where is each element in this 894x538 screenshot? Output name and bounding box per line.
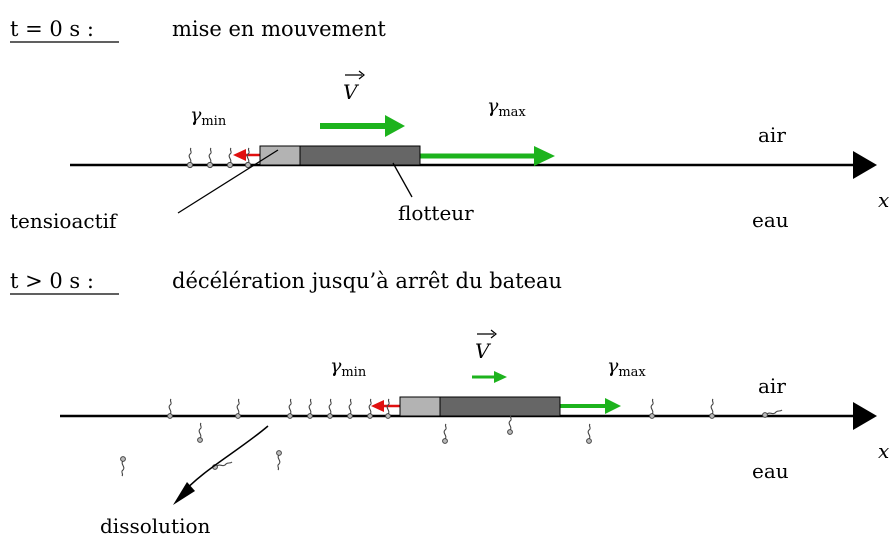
top-time-label: t = 0 s : bbox=[10, 17, 94, 41]
dissolved-molecule bbox=[277, 451, 282, 470]
surfactant-molecule bbox=[386, 399, 391, 418]
surfactant-molecule bbox=[348, 399, 353, 418]
bottom-x-axis-arrowhead bbox=[853, 402, 877, 430]
bottom-surfactant-block bbox=[400, 397, 440, 416]
top-float-label: flotteur bbox=[398, 201, 474, 225]
surfactant-molecule bbox=[207, 148, 212, 168]
bottom-velocity-label: V bbox=[475, 339, 492, 363]
bottom-caption: décélération jusqu’à arrêt du bateau bbox=[172, 269, 562, 293]
bottom-force-max-arrowhead bbox=[605, 398, 621, 414]
surfactant-molecule bbox=[245, 148, 250, 168]
bottom-force-min-arrowhead bbox=[371, 400, 384, 412]
dissolved-molecule bbox=[587, 424, 592, 443]
surfactant-molecule bbox=[650, 399, 655, 418]
top-force-max-arrowhead bbox=[534, 146, 555, 166]
top-x-axis-arrowhead bbox=[853, 151, 877, 179]
surfactant-molecule bbox=[187, 148, 192, 168]
surfactant-molecule bbox=[288, 399, 293, 418]
top-gamma-min: γmin bbox=[190, 104, 227, 129]
top-float-block bbox=[300, 146, 420, 165]
bottom-panel: t > 0 s : décélération jusqu’à arrêt du … bbox=[10, 269, 889, 538]
top-surfactant-pointer bbox=[178, 150, 278, 213]
bottom-time-label: t > 0 s : bbox=[10, 269, 94, 293]
dissolved-molecule bbox=[121, 457, 126, 476]
dissolved-molecule bbox=[443, 424, 448, 443]
bottom-float-block bbox=[440, 397, 560, 416]
top-axis-label: x bbox=[878, 188, 889, 212]
top-velocity-arrowhead bbox=[385, 115, 405, 137]
bottom-gamma-max: γmax bbox=[607, 355, 646, 380]
surfactant-molecule bbox=[236, 399, 241, 418]
top-force-min-arrowhead bbox=[233, 149, 246, 161]
dissolved-molecule bbox=[198, 423, 203, 442]
surfactant-molecule bbox=[227, 148, 232, 168]
top-water-label: eau bbox=[752, 208, 789, 232]
top-gamma-max: γmax bbox=[487, 95, 526, 120]
surfactant-molecule bbox=[308, 399, 313, 418]
surfactant-molecule bbox=[710, 399, 715, 418]
bottom-velocity-arrowhead bbox=[494, 371, 507, 383]
surfactant-molecule bbox=[368, 399, 373, 418]
dissolution-label: dissolution bbox=[100, 514, 211, 538]
bottom-water-label: eau bbox=[752, 459, 789, 483]
top-surfactant-label: tensioactif bbox=[10, 209, 118, 233]
surfactant-molecule bbox=[328, 399, 333, 418]
bottom-air-label: air bbox=[758, 374, 786, 398]
top-float-pointer bbox=[393, 163, 412, 197]
top-velocity-label: V bbox=[343, 80, 360, 104]
bottom-axis-label: x bbox=[878, 439, 889, 463]
top-caption: mise en mouvement bbox=[172, 17, 386, 41]
dissolution-arrow bbox=[182, 426, 268, 494]
dissolution-arrowhead bbox=[173, 482, 195, 505]
bottom-gamma-min: γmin bbox=[330, 355, 367, 380]
bottom-dissolved-molecules bbox=[121, 415, 592, 476]
top-surfactant-block bbox=[260, 146, 300, 165]
top-panel: t = 0 s : mise en mouvement x γmin γmax … bbox=[10, 17, 889, 233]
top-air-label: air bbox=[758, 123, 786, 147]
dissolved-molecule bbox=[508, 415, 513, 434]
surfactant-molecule bbox=[168, 399, 173, 418]
